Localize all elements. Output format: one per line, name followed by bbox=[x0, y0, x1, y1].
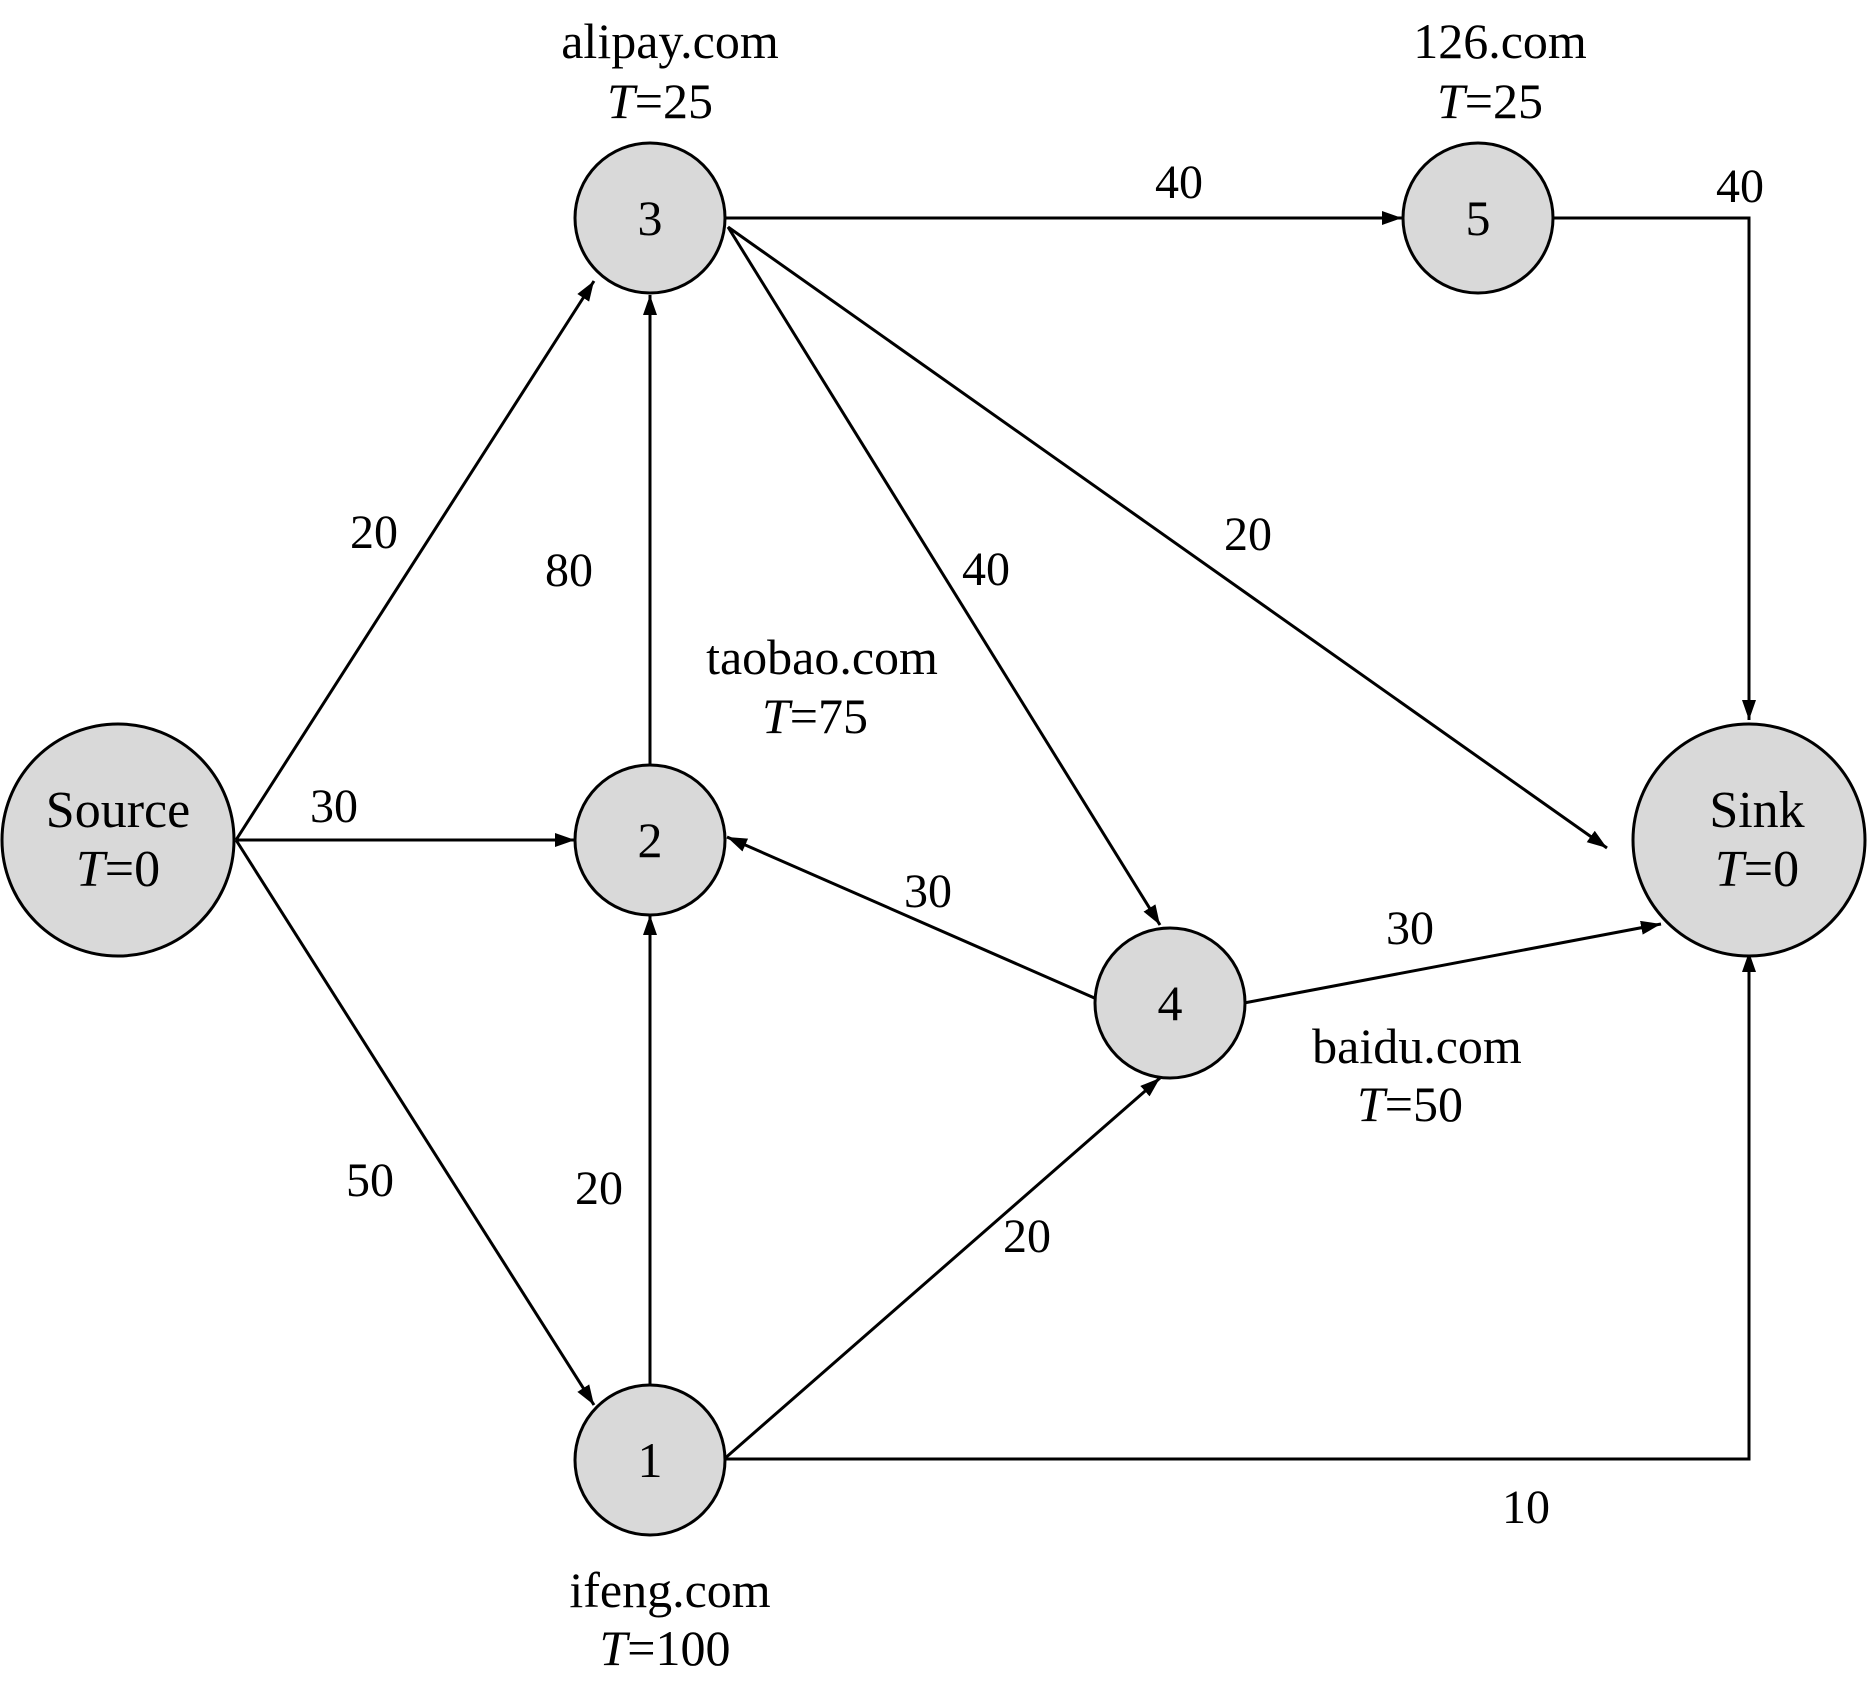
site-taobao: taobao.com bbox=[706, 629, 938, 685]
weight-3-5: 40 bbox=[1155, 156, 1203, 209]
label-node-3: alipay.com T=25 bbox=[561, 13, 779, 129]
node-5-id: 5 bbox=[1466, 190, 1491, 246]
node-1-id: 1 bbox=[638, 1432, 663, 1488]
label-node-2: taobao.com T=75 bbox=[706, 629, 938, 744]
edge-1-sink bbox=[725, 952, 1756, 1461]
weight-2-3: 80 bbox=[545, 544, 593, 597]
label-node-5: 126.com T=25 bbox=[1413, 13, 1587, 129]
node-1: 1 bbox=[573, 1383, 727, 1537]
nodes: Source T=0 3 2 1 4 5 Sink T=0 bbox=[0, 141, 1867, 1537]
label-node-4: baidu.com T=50 bbox=[1312, 1018, 1522, 1132]
edge-4-2 bbox=[726, 835, 1100, 1002]
node-3: 3 bbox=[573, 141, 727, 295]
weight-1-4: 20 bbox=[1003, 1210, 1051, 1263]
node-source-t: T=0 bbox=[76, 841, 160, 898]
edge-source-3 bbox=[234, 280, 596, 841]
label-node-1: ifeng.com T=100 bbox=[569, 1562, 770, 1676]
node-sink-name: Sink bbox=[1709, 782, 1804, 839]
node-2: 2 bbox=[573, 763, 727, 917]
edge-3-4 bbox=[726, 226, 1162, 926]
t-126: T=25 bbox=[1437, 73, 1543, 129]
t-taobao: T=75 bbox=[762, 688, 868, 744]
node-5: 5 bbox=[1401, 141, 1555, 295]
weight-source-1: 50 bbox=[346, 1154, 394, 1207]
site-126: 126.com bbox=[1413, 13, 1587, 69]
node-sink: Sink T=0 bbox=[1631, 722, 1867, 958]
edge-5-sink bbox=[1553, 216, 1756, 720]
t-ifeng: T=100 bbox=[599, 1620, 730, 1676]
node-4: 4 bbox=[1093, 926, 1247, 1080]
t-alipay: T=25 bbox=[607, 73, 713, 129]
weight-3-sink: 20 bbox=[1224, 508, 1272, 561]
site-ifeng: ifeng.com bbox=[569, 1562, 770, 1618]
t-baidu: T=50 bbox=[1357, 1076, 1463, 1132]
node-4-id: 4 bbox=[1158, 975, 1183, 1031]
weight-1-2: 20 bbox=[575, 1162, 623, 1215]
weight-4-2: 30 bbox=[904, 865, 952, 918]
site-baidu: baidu.com bbox=[1312, 1018, 1522, 1074]
site-alipay: alipay.com bbox=[561, 13, 779, 69]
node-source-name: Source bbox=[46, 782, 190, 839]
node-annotations: alipay.com T=25 126.com T=25 taobao.com … bbox=[561, 13, 1587, 1676]
node-2-id: 2 bbox=[638, 812, 663, 868]
weight-source-2: 30 bbox=[310, 780, 358, 833]
node-source: Source T=0 bbox=[0, 722, 236, 958]
weight-source-3: 20 bbox=[350, 506, 398, 559]
weight-5-sink: 40 bbox=[1716, 160, 1764, 213]
edge-4-sink bbox=[1243, 920, 1662, 1005]
edge-weights: 20 30 50 80 20 40 40 20 30 30 20 40 10 bbox=[310, 156, 1764, 1534]
node-sink-t: T=0 bbox=[1715, 841, 1799, 898]
node-3-id: 3 bbox=[638, 190, 663, 246]
weight-1-sink: 10 bbox=[1502, 1481, 1550, 1534]
edge-source-1 bbox=[234, 839, 596, 1406]
weight-4-sink: 30 bbox=[1386, 902, 1434, 955]
weight-3-4: 40 bbox=[962, 543, 1010, 596]
edge-1-4 bbox=[722, 1076, 1161, 1462]
edges bbox=[234, 211, 1756, 1462]
edge-3-sink bbox=[727, 225, 1608, 850]
